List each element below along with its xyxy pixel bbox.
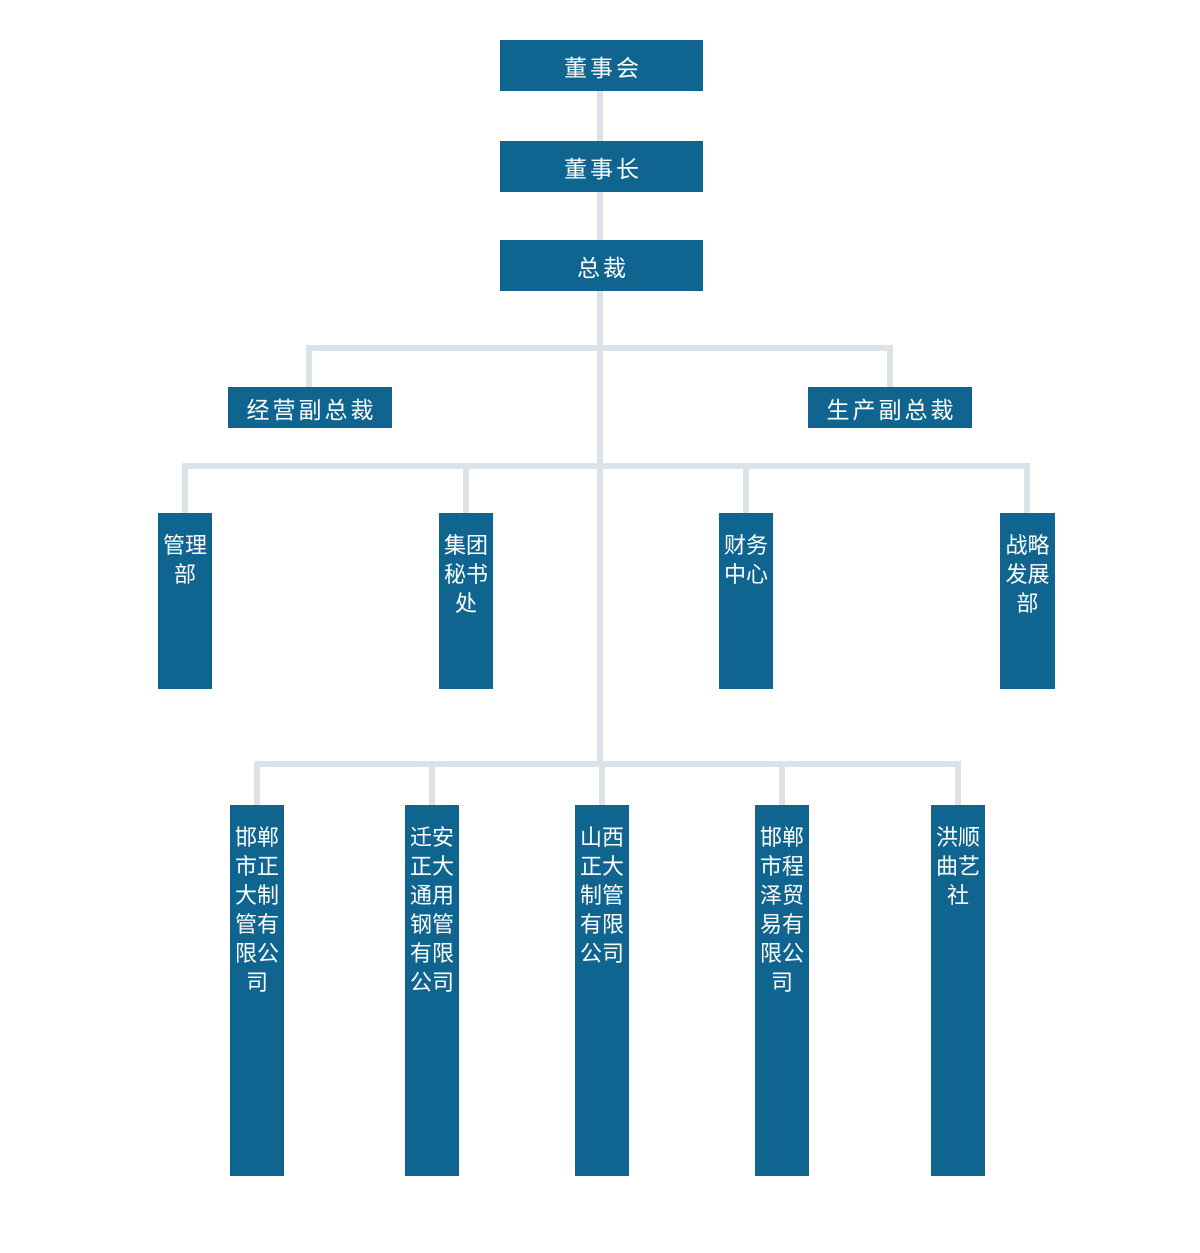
connector-dept-finance-drop (743, 463, 749, 513)
connector-vp-operations-drop (306, 345, 312, 387)
connector-dept-strategy-drop (1024, 463, 1030, 513)
org-node-subsidiary-handan-chengze-trading: 邯郸市程泽贸易有限公司 (755, 805, 809, 1176)
org-node-dept-group-secretariat: 集团秘书处 (439, 513, 493, 689)
org-node-dept-management: 管理部 (158, 513, 212, 689)
connector-subsidiary-rail (254, 761, 961, 767)
connector-subsidiary-5-drop (955, 761, 961, 805)
org-node-dept-finance-center: 财务中心 (719, 513, 773, 689)
connector-subsidiary-1-drop (254, 761, 260, 805)
connector-dept-management-drop (182, 463, 188, 513)
org-node-subsidiary-qianan-zhengda-steel-pipe: 迁安正大通用钢管有限公司 (405, 805, 459, 1176)
org-node-vp-operations: 经营副总裁 (228, 387, 392, 428)
org-node-chairman: 董事长 (500, 141, 703, 192)
connector-subsidiary-3-drop (599, 761, 605, 805)
connector-subsidiary-4-drop (779, 761, 785, 805)
org-node-vp-production: 生产副总裁 (808, 387, 972, 428)
connector-subsidiary-2-drop (429, 761, 435, 805)
org-node-subsidiary-handan-zhengda-pipe: 邯郸市正大制管有限公司 (230, 805, 284, 1176)
org-node-board: 董事会 (500, 40, 703, 91)
connector-dept-rail (182, 463, 1030, 469)
connector-dept-secretariat-drop (463, 463, 469, 513)
org-node-president: 总裁 (500, 240, 703, 291)
org-node-subsidiary-shanxi-zhengda-pipe: 山西正大制管有限公司 (575, 805, 629, 1176)
org-node-subsidiary-hongshun-quyi-club: 洪顺曲艺社 (931, 805, 985, 1176)
org-node-dept-strategy-development: 战略发展部 (1000, 513, 1055, 689)
connector-central-trunk (597, 88, 603, 767)
connector-vp-rail (306, 345, 893, 351)
connector-vp-production-drop (887, 345, 893, 387)
